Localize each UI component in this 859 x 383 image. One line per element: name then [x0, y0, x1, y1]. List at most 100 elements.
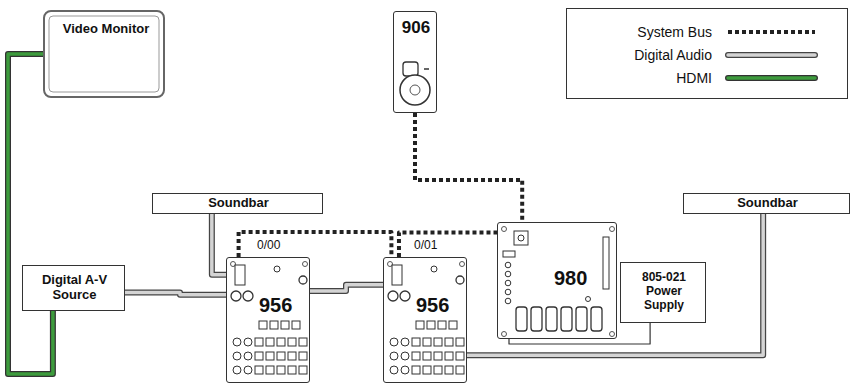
terminal-block — [456, 366, 464, 374]
status-led — [505, 271, 511, 277]
terminal-block — [412, 338, 420, 346]
bus-connector — [399, 233, 497, 257]
button-key — [427, 321, 435, 329]
hdmi-connector — [8, 54, 53, 374]
node-label: Digital A-V Source — [25, 273, 124, 303]
board956-art — [227, 258, 311, 383]
terminal-block — [445, 352, 453, 360]
source-box: Digital A-V Source — [22, 265, 125, 311]
terminal-block — [445, 338, 453, 346]
terminal-block — [266, 338, 274, 346]
speaker-tweeter — [403, 62, 418, 76]
controller-980: 980 — [497, 222, 617, 339]
status-led — [505, 298, 511, 304]
audio-sample-line — [728, 52, 815, 58]
button-key — [416, 321, 424, 329]
audio-jack — [400, 291, 410, 301]
card-slot — [603, 237, 609, 289]
indicator-led — [274, 266, 280, 272]
bus-connector — [239, 232, 392, 257]
node-label: Soundbar — [153, 196, 324, 211]
terminal-block — [531, 307, 542, 331]
terminal-block — [546, 307, 557, 331]
terminal-block — [299, 338, 307, 346]
terminal-ring — [233, 338, 241, 346]
legend-label: HDMI — [566, 70, 712, 86]
button-key — [292, 321, 300, 329]
speaker-slot — [424, 68, 429, 70]
audio-line — [310, 285, 383, 291]
terminal-ring — [244, 366, 252, 374]
terminal-ring — [401, 338, 409, 346]
board956-art — [384, 258, 468, 383]
audio-sample-line — [728, 53, 815, 57]
terminal-block — [423, 366, 431, 374]
terminal-block — [288, 366, 296, 374]
mount-hole — [303, 262, 308, 267]
audio-jack — [299, 276, 307, 284]
terminal-ring — [244, 352, 252, 360]
node-label: 956 — [259, 294, 305, 317]
terminal-ring — [390, 338, 398, 346]
status-led — [505, 289, 511, 295]
mount-hole — [610, 227, 615, 232]
terminal-ring — [244, 338, 252, 346]
audio-line — [467, 214, 763, 355]
audio-jack — [456, 276, 464, 284]
node-label: 906 — [394, 18, 438, 38]
hdmi-sample-line — [728, 76, 815, 80]
hdmi-line — [8, 54, 53, 374]
terminal-block — [412, 366, 420, 374]
audio-jack — [243, 291, 253, 301]
mount-hole — [502, 332, 507, 337]
indicator-led — [431, 266, 437, 272]
legend-sample — [728, 55, 815, 56]
audio-line — [125, 293, 226, 295]
terminal-block — [288, 338, 296, 346]
legend-box — [567, 9, 848, 99]
terminal-block — [266, 366, 274, 374]
button-key — [270, 321, 278, 329]
terminal-ring — [401, 352, 409, 360]
bus-connector — [514, 231, 528, 245]
terminal-block — [434, 366, 442, 374]
terminal-block — [255, 338, 263, 346]
audio-line — [310, 285, 383, 291]
terminal-ring — [390, 352, 398, 360]
terminal-block — [434, 338, 442, 346]
module-956: 0/01956 — [383, 257, 467, 383]
button-key — [438, 321, 446, 329]
terminal-ring — [233, 366, 241, 374]
address-label: 0/01 — [414, 239, 448, 253]
mount-hole — [502, 227, 507, 232]
node-label: 956 — [416, 294, 462, 317]
terminal-block — [434, 352, 442, 360]
soundbar-box: Soundbar — [152, 193, 323, 214]
soundbar-box: Soundbar — [683, 193, 850, 214]
bus-sample-line — [728, 30, 815, 34]
terminal-block — [255, 352, 263, 360]
video-monitor: Video Monitor — [43, 10, 165, 98]
terminal-block — [277, 366, 285, 374]
speaker-906: 906 — [393, 11, 437, 113]
terminal-block — [299, 352, 307, 360]
node-label: Video Monitor — [45, 22, 167, 37]
terminal-block — [516, 307, 527, 331]
legend-sample — [728, 32, 815, 33]
bus-line — [399, 233, 497, 257]
node-label: Soundbar — [684, 196, 851, 211]
audio-jack — [388, 291, 398, 301]
terminal-block — [255, 366, 263, 374]
terminal-ring — [390, 366, 398, 374]
button-key — [259, 321, 267, 329]
bus-line — [415, 113, 522, 222]
terminal-block — [277, 338, 285, 346]
reset-button — [586, 297, 591, 302]
audio-line — [467, 214, 763, 355]
audio-connector — [212, 214, 226, 275]
terminal-block — [561, 307, 572, 331]
legend-label: System Bus — [566, 24, 712, 40]
terminal-block — [299, 366, 307, 374]
terminal-block — [288, 352, 296, 360]
